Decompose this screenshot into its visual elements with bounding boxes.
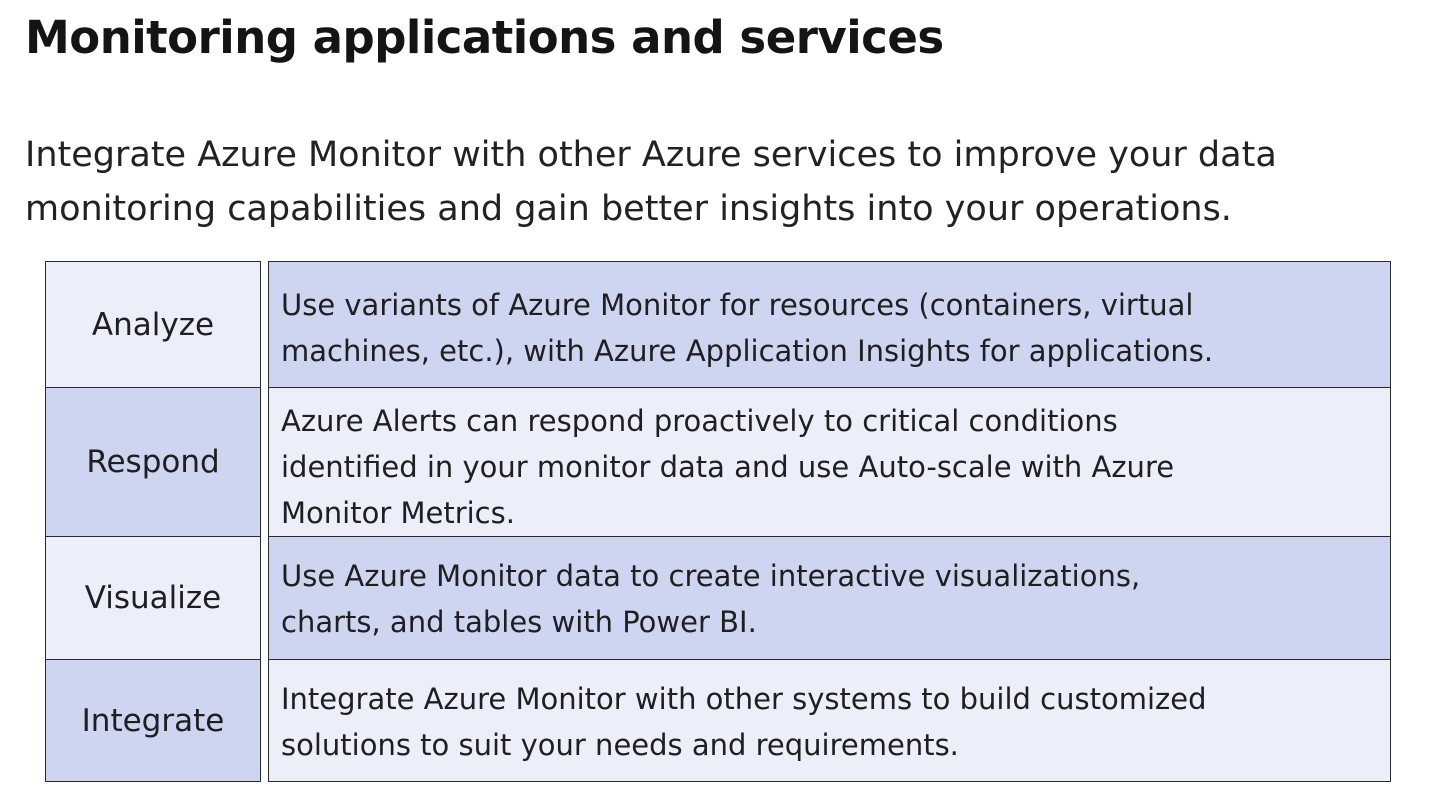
description-line: Use Azure Monitor data to create interac… <box>281 559 1141 593</box>
label-text: Visualize <box>84 580 222 616</box>
label-analyze: Analyze <box>45 261 261 388</box>
label-text: Integrate <box>81 702 225 739</box>
label-respond: Respond <box>45 387 261 537</box>
description-line: charts, and tables with Power BI. <box>281 605 757 639</box>
intro-paragraph: Integrate Azure Monitor with other Azure… <box>25 128 1425 236</box>
description-line: Use variants of Azure Monitor for resour… <box>281 288 1194 322</box>
intro-line: monitoring capabilities and gain better … <box>25 189 1232 229</box>
description-line: machines, etc.), with Azure Application … <box>281 334 1214 368</box>
description-analyze: Use variants of Azure Monitor for resour… <box>268 261 1391 388</box>
description-respond: Azure Alerts can respond proactively to … <box>268 387 1391 537</box>
description-line: Monitor Metrics. <box>281 496 515 530</box>
label-visualize: Visualize <box>45 536 261 660</box>
intro-line: Integrate Azure Monitor with other Azure… <box>25 135 1277 175</box>
description-integrate: Integrate Azure Monitor with other syste… <box>268 659 1391 782</box>
description-line: identified in your monitor data and use … <box>281 450 1175 484</box>
description-visualize: Use Azure Monitor data to create interac… <box>268 536 1391 660</box>
description-line: Integrate Azure Monitor with other syste… <box>281 682 1207 716</box>
label-integrate: Integrate <box>45 659 261 782</box>
label-text: Analyze <box>91 306 215 343</box>
label-text: Respond <box>86 444 220 480</box>
slide-title: Monitoring applications and services <box>25 11 944 64</box>
description-line: solutions to suit your needs and require… <box>281 728 959 762</box>
description-line: Azure Alerts can respond proactively to … <box>281 404 1118 438</box>
